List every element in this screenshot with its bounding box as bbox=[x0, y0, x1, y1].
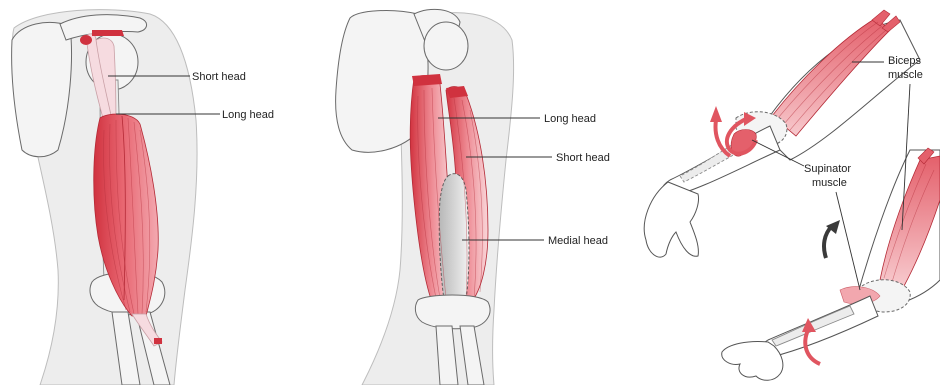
short-head-label: Short head bbox=[192, 71, 246, 83]
supinator-label-line2: muscle bbox=[812, 177, 847, 189]
arrowhead bbox=[710, 106, 722, 122]
origin-mark bbox=[412, 74, 442, 86]
origin-mark bbox=[446, 86, 468, 98]
panel-triceps: Long head Short head Medial head bbox=[336, 9, 610, 385]
elbow-bones bbox=[415, 295, 490, 329]
long-head-label: Long head bbox=[544, 113, 596, 125]
short-head-label: Short head bbox=[556, 152, 610, 164]
panel-biceps: Short head Long head bbox=[12, 10, 274, 385]
hand-bottom bbox=[722, 341, 783, 380]
origin-mark bbox=[92, 30, 124, 36]
supinator-leader-bottom bbox=[836, 192, 860, 290]
rotation-arrow-icon bbox=[824, 226, 832, 258]
long-head-label: Long head bbox=[222, 109, 274, 121]
panel-supination: Biceps muscle Supinator muscle bbox=[644, 10, 940, 380]
biceps-label-line2: muscle bbox=[888, 69, 923, 81]
biceps-label-line1: Biceps bbox=[888, 55, 922, 67]
medial-head-label: Medial head bbox=[548, 235, 608, 247]
upper-arm-outline bbox=[760, 20, 920, 160]
humerus-head bbox=[424, 22, 468, 70]
hand-top bbox=[644, 182, 698, 257]
origin-mark bbox=[80, 35, 92, 45]
insertion-mark bbox=[154, 338, 162, 344]
supinator-label-line1: Supinator bbox=[804, 163, 851, 175]
